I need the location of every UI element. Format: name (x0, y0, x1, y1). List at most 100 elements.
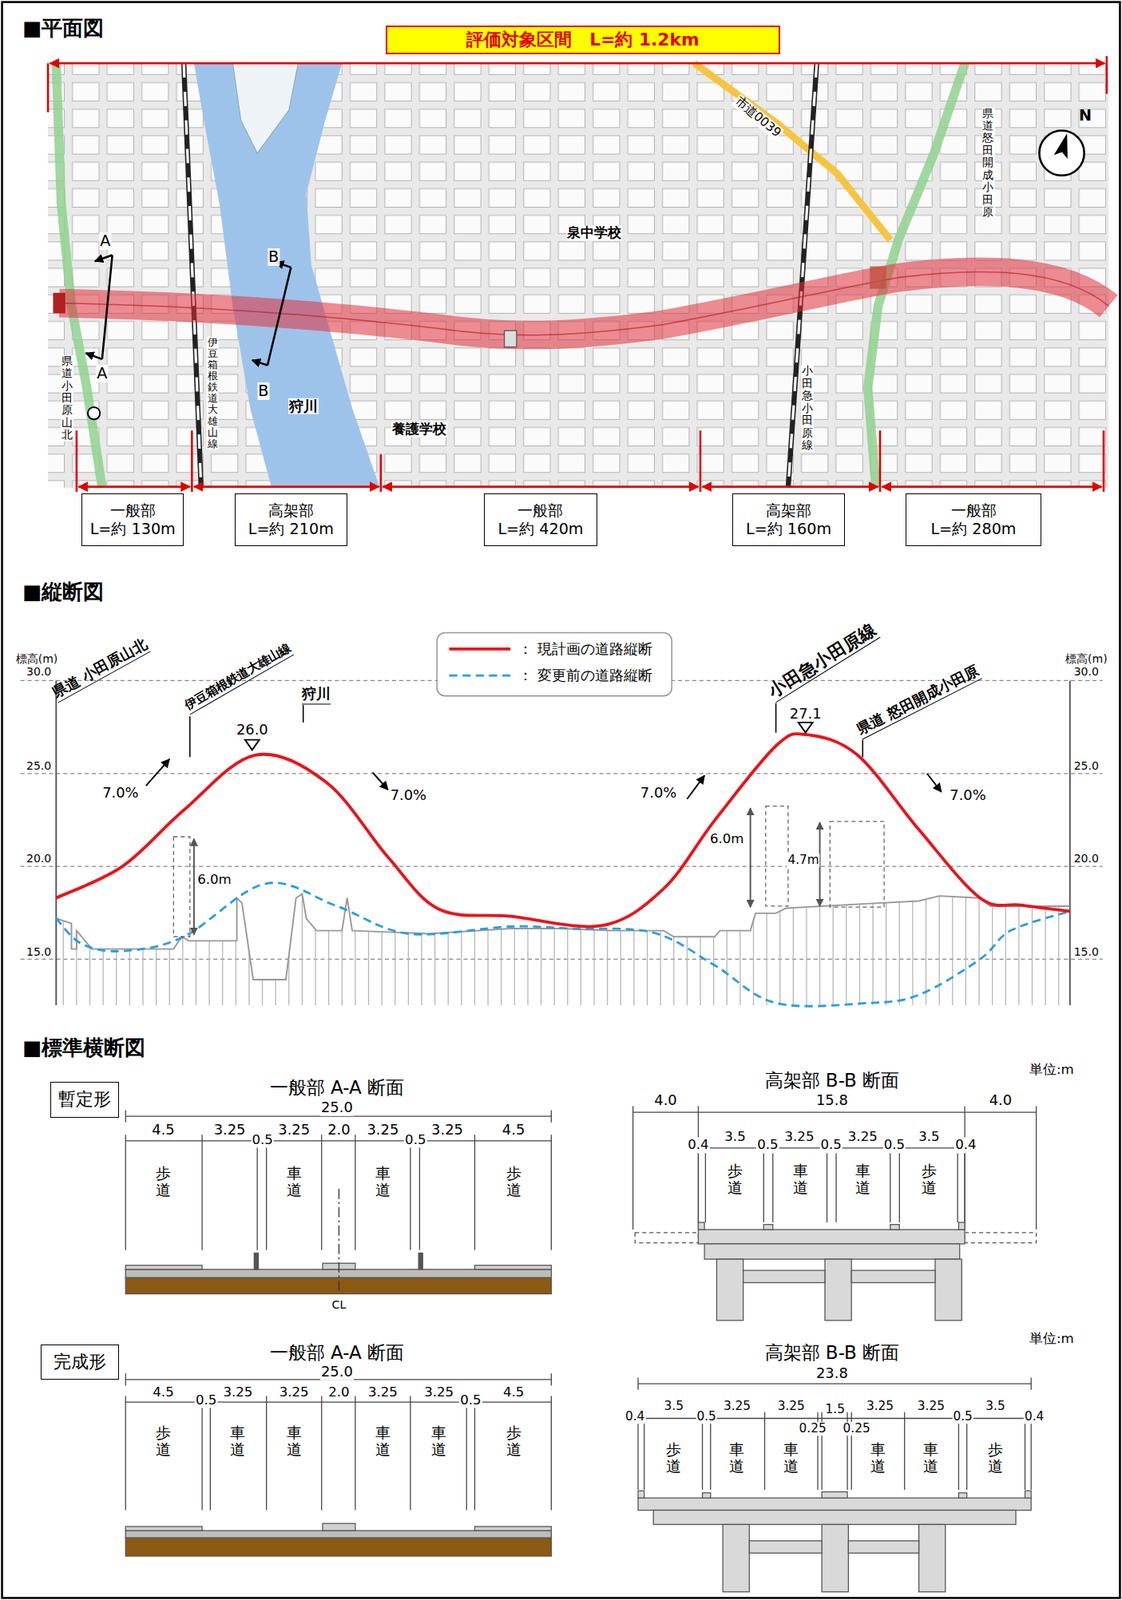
ground-hatch (142, 949, 143, 1006)
viaduct-section (919, 1524, 946, 1592)
dimension-tick (321, 1395, 322, 1511)
dimension-tick (201, 1134, 203, 1250)
dimension-tick (1030, 1377, 1032, 1390)
ground-hatch (208, 940, 210, 1006)
dimension-label: 6.0m (196, 872, 233, 888)
ground-hatch (487, 930, 488, 1006)
base-map (55, 63, 103, 488)
ground-hatch (248, 951, 250, 1006)
ground-hatch (195, 940, 197, 1006)
ground-hatch (102, 949, 104, 1006)
road-section (474, 1526, 552, 1531)
dimension-tick (551, 1134, 552, 1250)
ground-hatch (911, 901, 913, 1006)
ground-hatch (540, 928, 542, 1006)
ground-hatch (606, 930, 608, 1006)
dimension-tick (957, 1141, 959, 1223)
vertical-label: 車道 (869, 1441, 887, 1475)
ground-hatch (500, 929, 502, 1006)
viaduct-section (958, 1493, 967, 1499)
profile-marks (686, 775, 705, 799)
dimension-tick (551, 1110, 552, 1123)
profile-grid (20, 680, 1103, 960)
dimension-label: 23.8 (815, 1364, 849, 1382)
ground-hatch (434, 933, 436, 1006)
extent-arrow (382, 485, 698, 488)
ground-hatch (368, 931, 369, 1005)
legend-box (436, 632, 672, 696)
ground-hatch (991, 906, 993, 1006)
profile-marks (372, 772, 389, 790)
section-marker (85, 352, 102, 360)
base-map (59, 271, 1109, 335)
road-section (125, 1530, 552, 1539)
viaduct-section (1025, 1490, 1032, 1499)
annotation-label: 30.0 (26, 665, 52, 678)
ground-hatch (899, 902, 900, 1006)
dimension-tick (125, 1395, 127, 1511)
ground-hatch (726, 931, 728, 1006)
annotation-label: 高架部 B-B 断面 (765, 1342, 900, 1364)
road-section (125, 1538, 552, 1557)
vertical-label: 車道 (792, 1162, 809, 1197)
dimension-line (125, 1401, 552, 1403)
section-marker (95, 255, 113, 262)
ground-hatch (566, 928, 568, 1006)
dimension-label: 3.5 (663, 1399, 685, 1415)
road-section (474, 1265, 552, 1270)
ground-hatch (1018, 906, 1019, 1006)
viaduct-section (634, 1222, 1036, 1593)
profile-grid (20, 680, 1103, 1005)
base-map (194, 63, 381, 488)
ground-hatch (235, 940, 237, 1006)
vertical-label: 歩道 (665, 1441, 682, 1475)
ground-hatch (301, 894, 303, 1006)
dimension-tick (125, 1373, 127, 1386)
dimension-label: 4.7m (786, 853, 820, 869)
dimension-tick (1030, 1412, 1032, 1491)
dimension-tick (764, 1412, 766, 1491)
dimension-label: 4.5 (502, 1384, 525, 1400)
dimension-label: 4.5 (501, 1122, 526, 1139)
dimension-label: 0.5 (756, 1137, 779, 1154)
dimension-tick (354, 1134, 356, 1250)
ground-hatch (845, 904, 847, 1006)
dimension-tick (709, 1412, 711, 1491)
legend-text: ： 現計画の道路縦断 (518, 641, 653, 659)
dimension-tick (1035, 1106, 1037, 1230)
ground-hatch (673, 936, 674, 1006)
dimension-tick (321, 1134, 322, 1250)
dimension-label: 7.0% (101, 785, 139, 802)
viaduct-section (821, 1492, 848, 1499)
road-section (322, 1523, 356, 1531)
base-map (504, 330, 517, 347)
dimension-tick (963, 1106, 965, 1230)
ground-hatch (872, 903, 873, 1005)
dimension-line (633, 1111, 1037, 1113)
profile-marks (927, 773, 942, 793)
box-text: 評価対象区間 L=約 1.2km (466, 29, 699, 51)
ground-hatch (593, 930, 595, 1006)
dimension-label: 3.25 (423, 1384, 455, 1400)
annotation-label: 25.0 (1074, 759, 1099, 773)
road-section (125, 1265, 203, 1270)
ground-hatch (275, 979, 277, 1006)
base-map (52, 293, 65, 314)
dimension-label: 26.0 (235, 721, 270, 739)
dimension-label: 0.5 (819, 1137, 842, 1154)
box-text: 一般部 (110, 501, 156, 520)
dimension-label: 3.25 (777, 1399, 806, 1415)
ground-hatch (354, 931, 356, 1006)
dimension-label: 25.0 (320, 1363, 354, 1381)
dimension-label: 7.0% (639, 785, 678, 802)
viaduct-section (749, 1541, 822, 1554)
dimension-tick (125, 1134, 127, 1250)
dimension-tick (643, 1412, 645, 1491)
ground-hatch (328, 931, 330, 1006)
dimension-label: 4.5 (150, 1122, 175, 1139)
dimension-label: 0.5 (404, 1132, 427, 1148)
dimension-tick (632, 1106, 634, 1230)
segment-box: 高架部L=約 160m (732, 493, 846, 548)
dimension-label: 0.25 (842, 1422, 872, 1437)
